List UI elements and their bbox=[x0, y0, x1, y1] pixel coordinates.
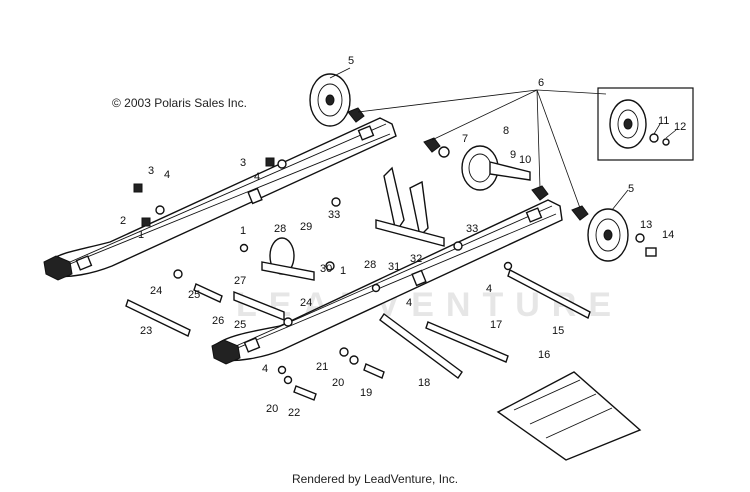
callout-label: 4 bbox=[486, 283, 492, 295]
callout-label: 5 bbox=[628, 183, 634, 195]
shafts bbox=[125, 268, 591, 401]
callout-label: 8 bbox=[503, 125, 509, 137]
left-slide-rail bbox=[43, 117, 397, 281]
callout-label: 5 bbox=[348, 55, 354, 67]
callout-label: 21 bbox=[316, 361, 328, 373]
callout-label: 18 bbox=[418, 377, 430, 389]
copyright-notice: © 2003 Polaris Sales Inc. bbox=[112, 96, 247, 110]
callout-label: 2 bbox=[120, 215, 126, 227]
callout-label: 16 bbox=[538, 349, 550, 361]
callout-label: 15 bbox=[552, 325, 564, 337]
callout-label: 30 bbox=[320, 263, 332, 275]
callout-labels: 5 6 7 8 9 10 11 12 5 13 14 3 4 2 1 3 4 3… bbox=[120, 55, 686, 419]
callout-label: 13 bbox=[640, 219, 652, 231]
idler-wheel-lower bbox=[587, 208, 629, 262]
callout-label: 25 bbox=[234, 319, 246, 331]
center-mount-bracket bbox=[375, 166, 445, 247]
idler-wheel-middle bbox=[461, 145, 531, 191]
rail-caps bbox=[347, 107, 589, 221]
callout-label: 7 bbox=[462, 133, 468, 145]
callout-label: 32 bbox=[410, 253, 422, 265]
callout-label: 33 bbox=[466, 223, 478, 235]
callout-label: 6 bbox=[538, 77, 544, 89]
inset-box bbox=[597, 87, 694, 161]
callout-label: 12 bbox=[674, 121, 686, 133]
callout-label: 11 bbox=[658, 115, 669, 127]
callout-label: 4 bbox=[262, 363, 268, 375]
callout-label: 20 bbox=[266, 403, 278, 415]
callout-label: 28 bbox=[364, 259, 376, 271]
callout-label: 9 bbox=[510, 149, 516, 161]
washers bbox=[133, 146, 657, 385]
callout-label: 17 bbox=[490, 319, 502, 331]
callout-label: 25 bbox=[188, 289, 200, 301]
callout-label: 23 bbox=[140, 325, 152, 337]
callout-label: 27 bbox=[234, 275, 246, 287]
callout-label: 33 bbox=[328, 209, 340, 221]
slide-plate bbox=[496, 371, 642, 461]
leader-lines bbox=[329, 67, 677, 211]
callout-label: 1 bbox=[240, 225, 246, 237]
callout-label: 4 bbox=[254, 171, 260, 183]
callout-label: 4 bbox=[406, 297, 412, 309]
callout-label: 3 bbox=[240, 157, 246, 169]
callout-label: 19 bbox=[360, 387, 372, 399]
idler-wheel-inset bbox=[609, 99, 670, 149]
callout-label: 4 bbox=[164, 169, 170, 181]
footer-credit: Rendered by LeadVenture, Inc. bbox=[291, 472, 459, 486]
callout-label: 24 bbox=[300, 297, 312, 309]
callout-label: 24 bbox=[150, 285, 162, 297]
callout-label: 14 bbox=[662, 229, 674, 241]
callout-label: 3 bbox=[148, 165, 154, 177]
axle-assembly bbox=[233, 237, 315, 322]
callout-label: 10 bbox=[519, 154, 531, 166]
idler-wheel-upper bbox=[309, 73, 351, 127]
callout-label: 1 bbox=[138, 229, 144, 241]
callout-label: 1 bbox=[340, 265, 346, 277]
callout-label: 20 bbox=[332, 377, 344, 389]
callout-label: 29 bbox=[300, 221, 312, 233]
callout-label: 26 bbox=[212, 315, 224, 327]
callout-label: 22 bbox=[288, 407, 300, 419]
callout-label: 31 bbox=[388, 261, 400, 273]
callout-label: 28 bbox=[274, 223, 286, 235]
